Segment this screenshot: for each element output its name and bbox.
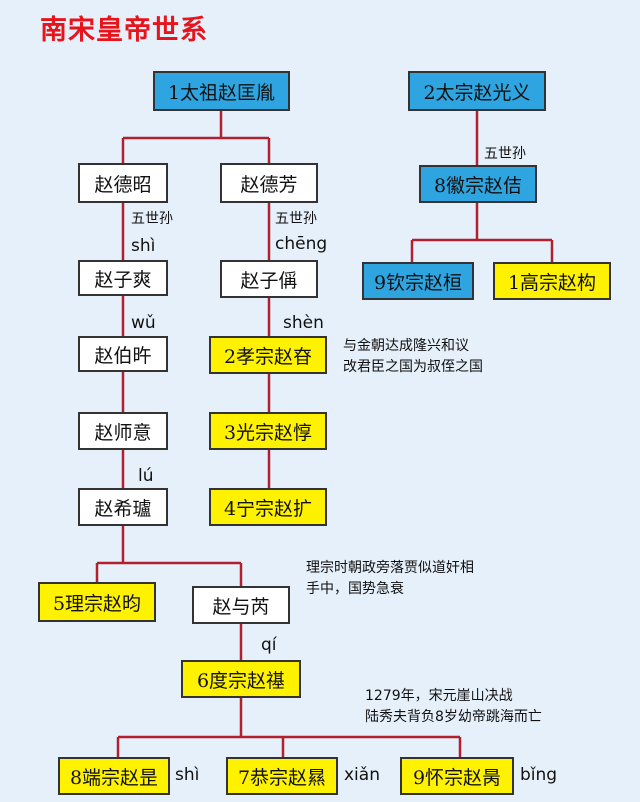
- note-yashan-line2: 陆秀夫背负8岁幼帝跳海而亡: [365, 709, 542, 725]
- pinyin-qi: qí: [261, 635, 277, 655]
- note-yashan: 1279年，宋元崖山决战 陆秀夫背负8岁幼帝跳海而亡: [365, 686, 542, 728]
- node-ningzong: 4宁宗赵扩: [209, 488, 327, 526]
- pinyin-shi-duanzong: shì: [175, 765, 200, 785]
- note-xiaozong-line1: 与金朝达成隆兴和议: [343, 338, 469, 354]
- note-lizong-line2: 手中，国势急衰: [306, 581, 404, 597]
- node-taizu: 1太祖赵匡胤: [153, 71, 290, 111]
- node-duzong: 6度宗赵禥: [181, 660, 301, 698]
- label-wushisun-middle: 五世孙: [275, 211, 317, 227]
- node-xilu: 赵希瓐: [78, 488, 168, 526]
- node-defang: 赵德芳: [220, 163, 318, 203]
- label-wushisun-right: 五世孙: [484, 146, 526, 162]
- node-gaozong: 1高宗赵构: [493, 262, 611, 300]
- note-lizong-line1: 理宗时朝政旁落贾似道奸相: [306, 560, 474, 576]
- note-yashan-line1: 1279年，宋元崖山决战: [365, 688, 513, 704]
- node-huaizong: 9怀宗赵昺: [400, 757, 514, 795]
- node-taizong: 2太宗赵光义: [408, 71, 546, 111]
- node-shiyi: 赵师意: [78, 412, 168, 450]
- node-xiaozong: 2孝宗赵昚: [209, 336, 327, 374]
- node-bozuo: 赵伯旿: [78, 336, 168, 372]
- note-xiaozong: 与金朝达成隆兴和议 改君臣之国为叔侄之国: [343, 336, 483, 378]
- note-xiaozong-line2: 改君臣之国为叔侄之国: [343, 359, 483, 375]
- pinyin-bing: bǐng: [520, 765, 558, 785]
- pinyin-wu: wǔ: [131, 313, 156, 333]
- pinyin-cheng: chēng: [275, 234, 328, 254]
- pinyin-xian: xiǎn: [344, 765, 380, 785]
- node-zicheng: 赵子偁: [220, 260, 318, 298]
- node-zishuang: 赵子爽: [78, 260, 168, 296]
- pinyin-shi: shì: [131, 236, 156, 256]
- node-qinzong: 9钦宗赵桓: [362, 262, 474, 300]
- node-gongzong: 7恭宗赵㬎: [226, 757, 338, 795]
- node-huizong: 8徽宗赵佶: [419, 165, 537, 203]
- pinyin-shen: shèn: [283, 313, 324, 333]
- note-lizong: 理宗时朝政旁落贾似道奸相 手中，国势急衰: [306, 558, 474, 600]
- node-duanzong: 8端宗赵昰: [58, 757, 170, 795]
- node-lizong: 5理宗赵昀: [38, 582, 156, 622]
- node-yurui: 赵与芮: [192, 586, 290, 624]
- node-guangzong: 3光宗赵惇: [209, 412, 327, 450]
- label-wushisun-left: 五世孙: [131, 211, 173, 227]
- pinyin-lu: lú: [138, 466, 154, 486]
- page-title: 南宋皇帝世系: [40, 15, 208, 46]
- node-dezhao: 赵德昭: [78, 163, 168, 203]
